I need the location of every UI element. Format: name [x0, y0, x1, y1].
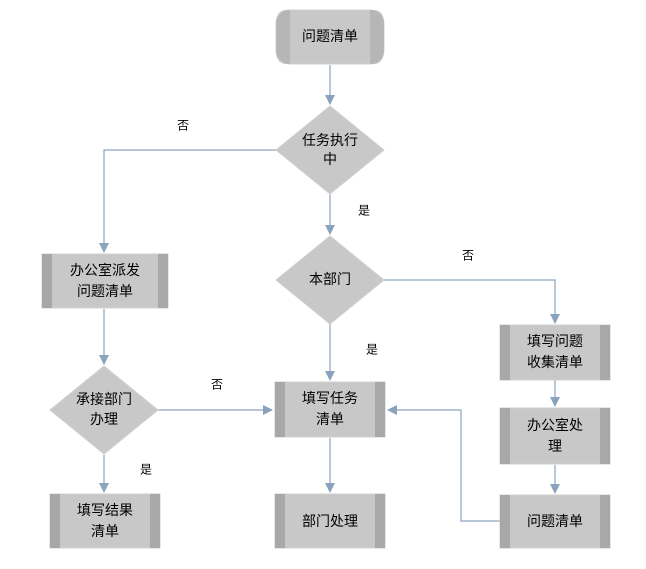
node-office-dispatch: 办公室派发 问题清单	[41, 253, 169, 309]
label-dept-yes: 是	[366, 343, 378, 357]
node-office-dispatch-line-2: 问题清单	[77, 284, 133, 300]
node-task-running: 任务执行 中	[275, 105, 385, 195]
node-fill-task-line-1: 填写任务	[302, 391, 358, 407]
label-undertake-no: 否	[211, 378, 223, 392]
node-task-running-line-2: 中	[323, 152, 337, 168]
node-fill-task-line-2: 清单	[316, 412, 344, 428]
node-fill-task: 填写任务 清单	[274, 381, 386, 438]
node-start-line-1: 问题清单	[302, 29, 358, 45]
label-dept-no: 否	[462, 249, 474, 263]
node-start: 问题清单	[275, 9, 385, 65]
edge-issuelist-to-filltask	[387, 405, 500, 522]
node-fill-collection: 填写问题 收集清单	[499, 324, 611, 381]
node-receiving-department: 承接部门 办理	[49, 365, 159, 455]
node-own-department-line-1: 本部门	[309, 272, 351, 288]
node-receiving-department-line-1: 承接部门	[76, 391, 132, 408]
node-fill-result-line-2: 清单	[91, 524, 119, 540]
label-task-yes: 是	[358, 204, 370, 218]
node-own-department: 本部门	[275, 235, 385, 325]
node-issue-list: 问题清单	[499, 494, 611, 549]
node-fill-collection-line-2: 收集清单	[527, 354, 583, 371]
edge-dept-to-collection-no	[384, 279, 560, 324]
node-issue-list-line-1: 问题清单	[527, 514, 583, 530]
node-fill-collection-line-1: 填写问题	[527, 334, 583, 350]
edge-labels: 否 是 否 是 否 是	[140, 119, 474, 477]
node-fill-result: 填写结果 清单	[49, 493, 161, 549]
label-undertake-yes: 是	[140, 463, 152, 477]
edge-task-to-office-no	[99, 149, 276, 253]
edges	[99, 65, 560, 522]
label-task-no: 否	[177, 119, 189, 133]
node-office-handle-line-1: 办公室处	[527, 417, 583, 434]
node-department-handle-line-1: 部门处理	[302, 514, 358, 530]
node-department-handle: 部门处理	[274, 493, 386, 549]
node-office-handle-line-2: 理	[548, 439, 562, 455]
node-receiving-department-line-2: 办理	[90, 412, 118, 428]
node-task-running-line-1: 任务执行	[302, 133, 358, 149]
node-office-handle: 办公室处 理	[499, 407, 611, 465]
node-fill-result-line-1: 填写结果	[77, 503, 133, 519]
node-office-dispatch-line-1: 办公室派发	[70, 262, 140, 279]
